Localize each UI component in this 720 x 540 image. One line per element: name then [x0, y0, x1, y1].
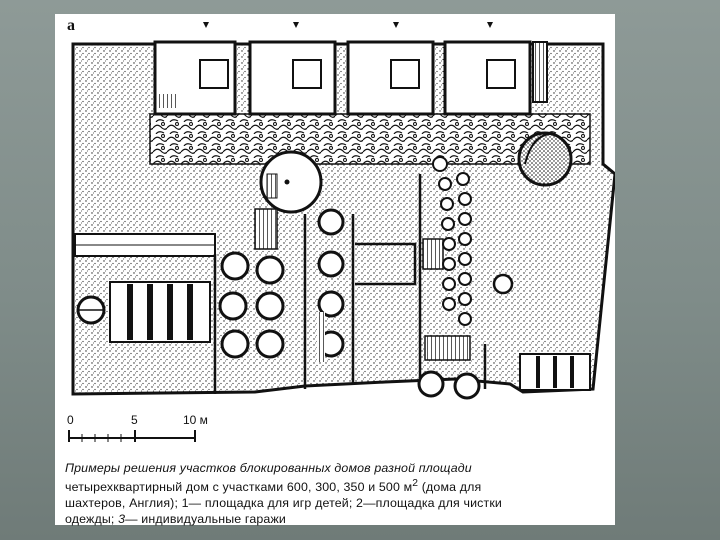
tree-large — [517, 131, 573, 187]
vegetable-beds — [74, 233, 216, 343]
plot-fences — [213, 174, 487, 394]
caption-line-4-end: — индивидуальные гаражи — [125, 512, 286, 527]
site-plan-drawing: а — [67, 17, 615, 442]
shrub-row — [432, 156, 472, 326]
caption-line-2-end: (дома для — [418, 480, 482, 495]
caption-line-4-text: одежды; — [65, 512, 119, 527]
fruit-trees-plot-2 — [218, 251, 285, 359]
house-4 — [443, 22, 548, 116]
figure-sheet: а — [55, 14, 615, 527]
caption-line-2-text: четырехквартирный дом с участками 600, 3… — [65, 480, 413, 495]
scale-label-0: 0 — [67, 413, 74, 427]
caption-line-4-num: 3 — [118, 512, 126, 527]
house-1 — [153, 22, 237, 116]
scale-label-5: 5 — [131, 413, 138, 427]
house-3 — [346, 22, 435, 116]
figure-caption: Примеры решения участков блокированных д… — [65, 460, 613, 527]
fruit-trees-plot-4 — [417, 273, 514, 400]
tree-small-left — [76, 295, 106, 325]
paved-path — [149, 113, 591, 165]
beds-bottom-right — [519, 353, 591, 391]
caption-line-2: четырехквартирный дом с участками 600, 3… — [65, 476, 613, 495]
circular-lawn — [259, 150, 323, 214]
fruit-trees-plot-3 — [317, 208, 345, 362]
caption-line-1: Примеры решения участков блокированных д… — [65, 461, 472, 475]
caption-line-3: шахтеров, Англия); 1— площадка для игр д… — [65, 496, 502, 511]
garage-hatch-1 — [254, 208, 278, 250]
caption-line-2-sup: 2 — [412, 478, 419, 489]
caption-line-4: одежды; 3— индивидуальные гаражи — [65, 511, 613, 527]
figure-letter: а — [67, 17, 75, 34]
scale-bar: 0 5 10 м — [67, 413, 208, 442]
garage-hatch-3 — [424, 335, 471, 361]
house-2 — [248, 22, 337, 116]
scale-label-10: 10 м — [183, 413, 208, 427]
garage-hatch-2 — [422, 238, 444, 270]
houses — [153, 22, 548, 116]
